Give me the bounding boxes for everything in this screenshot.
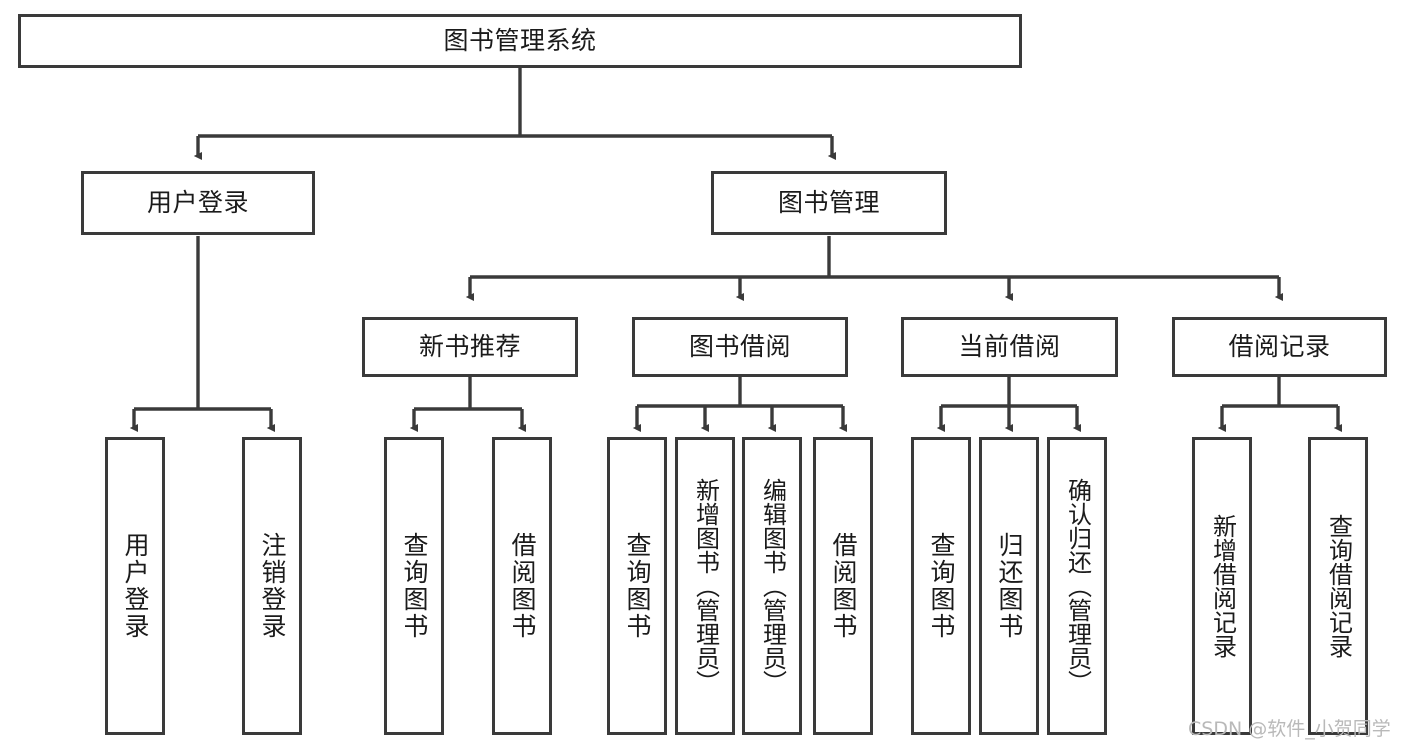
node-user-login-label: 用户登录 — [146, 188, 249, 218]
leaf-query-book-recommend[interactable]: 查询图书 — [384, 437, 444, 735]
leaf-user-login-label: 用户登录 — [121, 532, 150, 640]
leaf-query-book-borrow-label: 查询图书 — [623, 532, 652, 640]
leaf-borrow-book[interactable]: 借阅图书 — [813, 437, 873, 735]
node-current-borrow-label: 当前借阅 — [958, 332, 1061, 362]
node-root-system[interactable]: 图书管理系统 — [18, 14, 1022, 68]
node-borrow-record[interactable]: 借阅记录 — [1172, 317, 1387, 377]
leaf-add-borrow-record[interactable]: 新增借阅记录 — [1192, 437, 1252, 735]
node-new-book-recommend[interactable]: 新书推荐 — [362, 317, 578, 377]
leaf-logout-login[interactable]: 注销登录 — [242, 437, 302, 735]
leaf-user-login[interactable]: 用户登录 — [105, 437, 165, 735]
leaf-query-book-current[interactable]: 查询图书 — [911, 437, 971, 735]
leaf-query-borrow-record-label: 查询借阅记录 — [1324, 514, 1353, 658]
leaf-query-borrow-record[interactable]: 查询借阅记录 — [1308, 437, 1368, 735]
leaf-edit-book-label: 编辑图书（管理员） — [758, 478, 787, 694]
csdn-watermark: CSDN @软件_小贺同学 — [1188, 718, 1391, 740]
node-book-borrow[interactable]: 图书借阅 — [632, 317, 848, 377]
node-book-manage[interactable]: 图书管理 — [711, 171, 947, 235]
node-book-manage-label: 图书管理 — [777, 188, 880, 218]
node-borrow-record-label: 借阅记录 — [1228, 332, 1331, 362]
node-user-login[interactable]: 用户登录 — [81, 171, 315, 235]
leaf-query-book-borrow[interactable]: 查询图书 — [607, 437, 667, 735]
leaf-query-book-recommend-label: 查询图书 — [400, 532, 429, 640]
node-current-borrow[interactable]: 当前借阅 — [901, 317, 1118, 377]
leaf-add-book[interactable]: 新增图书（管理员） — [675, 437, 735, 735]
node-new-book-recommend-label: 新书推荐 — [418, 332, 521, 362]
leaf-return-book[interactable]: 归还图书 — [979, 437, 1039, 735]
leaf-borrow-book-label: 借阅图书 — [829, 532, 858, 640]
node-book-borrow-label: 图书借阅 — [688, 332, 791, 362]
leaf-edit-book[interactable]: 编辑图书（管理员） — [742, 437, 802, 735]
leaf-logout-login-label: 注销登录 — [258, 532, 287, 640]
leaf-add-book-label: 新增图书（管理员） — [691, 478, 720, 694]
leaf-confirm-return[interactable]: 确认归还（管理员） — [1047, 437, 1107, 735]
leaf-confirm-return-label: 确认归还（管理员） — [1063, 478, 1092, 694]
leaf-borrow-book-recommend[interactable]: 借阅图书 — [492, 437, 552, 735]
leaf-return-book-label: 归还图书 — [995, 532, 1024, 640]
node-root-system-label: 图书管理系统 — [443, 26, 597, 56]
leaf-add-borrow-record-label: 新增借阅记录 — [1208, 514, 1237, 658]
leaf-borrow-book-recommend-label: 借阅图书 — [508, 532, 537, 640]
leaf-query-book-current-label: 查询图书 — [927, 532, 956, 640]
